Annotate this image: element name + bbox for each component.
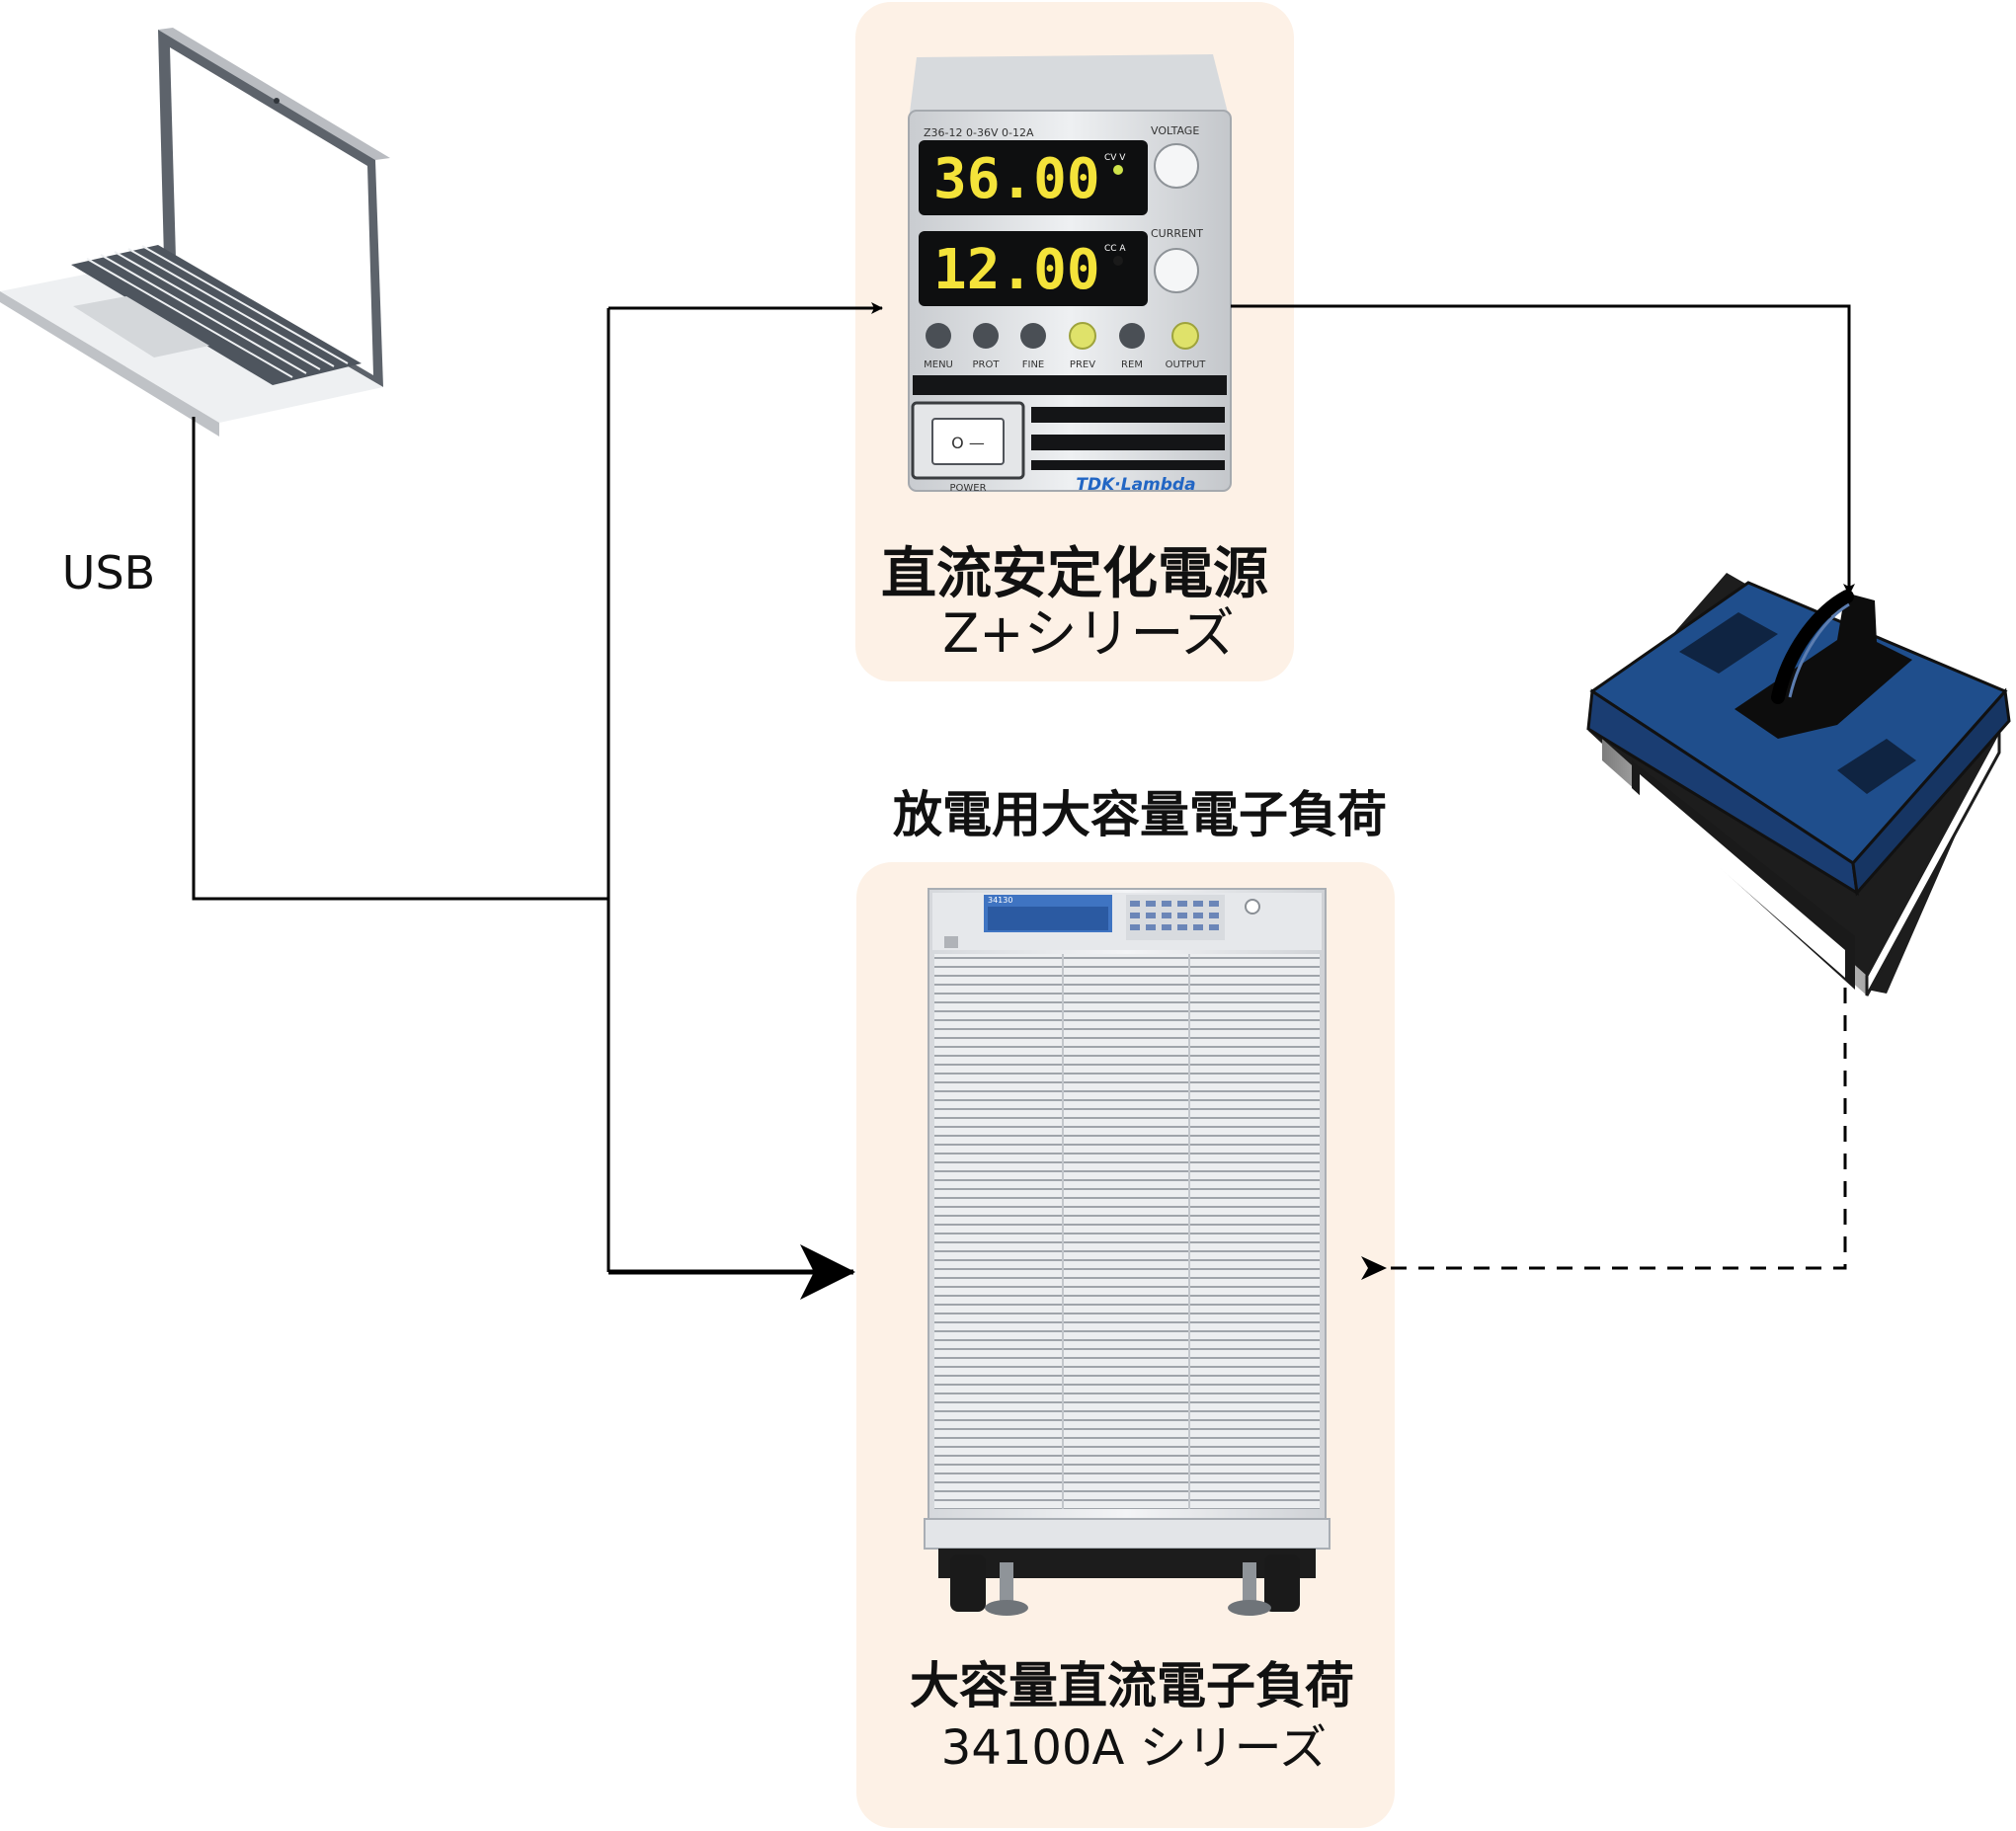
battery-to-load-dashed-line (1361, 988, 1847, 1280)
power-supply-series: Z+シリーズ (942, 602, 1235, 665)
ps-buttons-row: MENU PROT FINE PREV REM OUTPUT (924, 322, 1207, 370)
rem-button-label: REM (1121, 359, 1143, 370)
load-model-label: 34130 (988, 896, 1012, 905)
voltage-readout: 36.00 (933, 147, 1100, 211)
ps-model-text: Z36-12 0-36V 0-12A (924, 126, 1034, 139)
electronic-load-device: 34130 (924, 888, 1331, 1616)
load-name: 大容量直流電子負荷 (910, 1657, 1354, 1714)
usb-connection-lines (192, 302, 883, 1300)
usb-label: USB (62, 546, 155, 599)
voltage-knob (1154, 143, 1199, 189)
power-switch-text: O — (951, 434, 985, 452)
menu-button-label: MENU (924, 359, 953, 370)
current-readout: 12.00 (933, 238, 1100, 302)
fine-button-label: FINE (1022, 359, 1045, 370)
cc-unit-label: CC A (1104, 244, 1126, 254)
cv-unit-label: CV V (1104, 153, 1126, 163)
power-supply-device: Z36-12 0-36V 0-12A 36.00 CV V 12.00 CC A… (908, 54, 1232, 495)
prev-button-label: PREV (1070, 359, 1095, 370)
tdk-lambda-logo: TDK·Lambda (1076, 475, 1195, 495)
laptop-icon (0, 28, 390, 437)
power-to-battery-line (1231, 304, 1855, 596)
output-button-label: OUTPUT (1166, 359, 1207, 370)
load-series: 34100A シリーズ (941, 1720, 1327, 1776)
voltage-knob-label: VOLTAGE (1151, 124, 1199, 137)
discharge-load-caption: 放電用大容量電子負荷 (893, 786, 1387, 843)
current-knob-label: CURRENT (1151, 227, 1203, 240)
current-knob (1154, 248, 1199, 293)
prot-button-label: PROT (973, 359, 1001, 370)
power-supply-name: 直流安定化電源 (881, 542, 1268, 606)
battery-icon (1586, 573, 2011, 996)
power-switch-label: POWER (949, 483, 986, 494)
